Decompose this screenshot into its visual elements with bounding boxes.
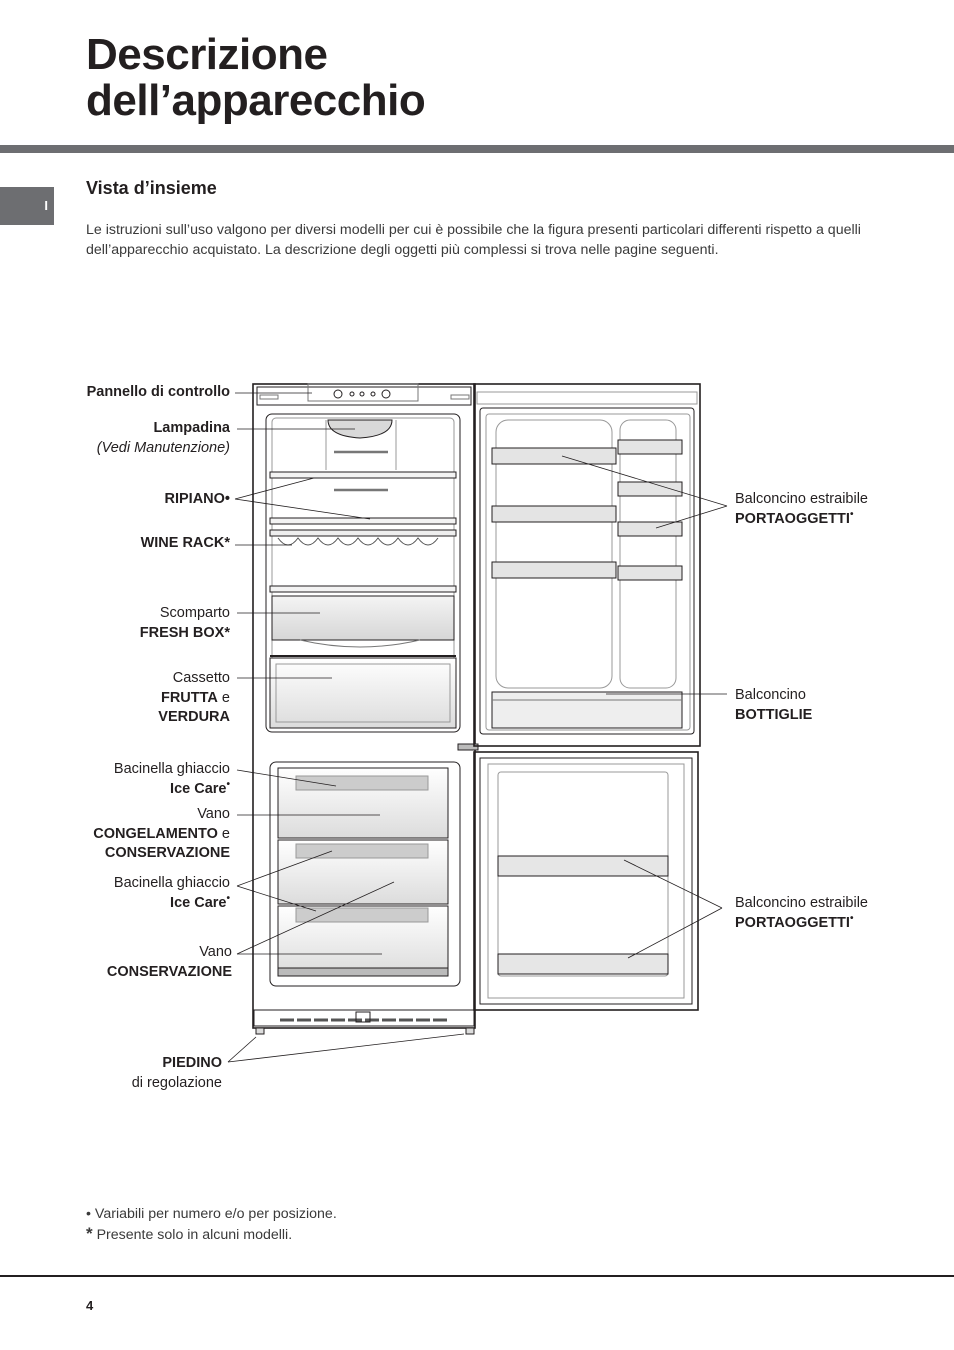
- label-piedino: PIEDINO di regolazione: [131, 1055, 222, 1091]
- foot: [465, 1027, 475, 1035]
- label-ripiano: RIPIANO•: [164, 491, 231, 507]
- door-balcony: [491, 561, 617, 579]
- label-lampadina: Lampadina (Vedi Manutenzione): [96, 420, 230, 456]
- footer-rule: [0, 1275, 954, 1277]
- freezer-door: [473, 751, 699, 1011]
- fridge-compartment: [265, 413, 461, 733]
- door-balcony: [617, 521, 683, 537]
- shelf: [269, 517, 457, 525]
- bottle-balcony: [491, 691, 683, 729]
- footnote-bullet: • Variabili per numero e/o per posizione…: [86, 1206, 337, 1222]
- header-rule: [0, 145, 954, 153]
- section-subtitle: Vista d’insieme: [86, 178, 217, 198]
- door-balcony: [491, 505, 617, 523]
- label-bacinella-2: Bacinella ghiaccio Ice Care•: [113, 875, 230, 911]
- label-portaoggetti-2: Balconcino estraibile PORTAOGGETTI•: [735, 895, 868, 931]
- label-fresh-box: Scomparto FRESH BOX*: [139, 605, 230, 641]
- language-tab: I: [0, 187, 54, 225]
- wine-rack: [269, 529, 457, 537]
- door-balcony: [617, 439, 683, 455]
- label-pannello: Pannello di controllo: [86, 384, 230, 400]
- freezer-door-balcony: [497, 855, 669, 877]
- control-panel: [256, 386, 472, 406]
- shelf: [269, 471, 457, 479]
- label-cassetto: Cassetto FRUTTA e VERDURA: [158, 670, 230, 725]
- intro-paragraph: Le istruzioni sull’uso valgono per diver…: [86, 222, 861, 258]
- label-vano-congelamento: Vano CONGELAMENTO e CONSERVAZIONE: [93, 806, 230, 861]
- label-bottiglie: Balconcino BOTTIGLIE: [735, 687, 813, 723]
- title-line-1: Descrizione: [86, 30, 328, 79]
- label-vano-conservazione: Vano CONSERVAZIONE: [106, 944, 232, 980]
- door-balcony: [617, 481, 683, 497]
- lamp: [327, 419, 393, 439]
- fridge-door: [473, 383, 701, 747]
- door-balcony: [491, 447, 617, 465]
- fresh-box: [271, 595, 455, 641]
- footnote-star: * Presente solo in alcuni modelli.: [86, 1224, 293, 1243]
- label-bacinella-1: Bacinella ghiaccio Ice Care•: [113, 761, 230, 797]
- page-number: 4: [86, 1298, 94, 1313]
- freezer-door-balcony: [497, 953, 669, 975]
- page-title: Descrizione dell’apparecchio: [86, 30, 426, 125]
- base-grille: [253, 1009, 475, 1027]
- title-line-2: dell’apparecchio: [86, 76, 426, 125]
- vegetable-drawer: [269, 657, 457, 729]
- foot: [255, 1027, 265, 1035]
- door-balcony: [617, 565, 683, 581]
- footnotes: • Variabili per numero e/o per posizione…: [86, 1205, 337, 1245]
- label-wine-rack: WINE RACK*: [140, 535, 230, 551]
- label-portaoggetti-1: Balconcino estraibile PORTAOGGETTI•: [735, 491, 868, 527]
